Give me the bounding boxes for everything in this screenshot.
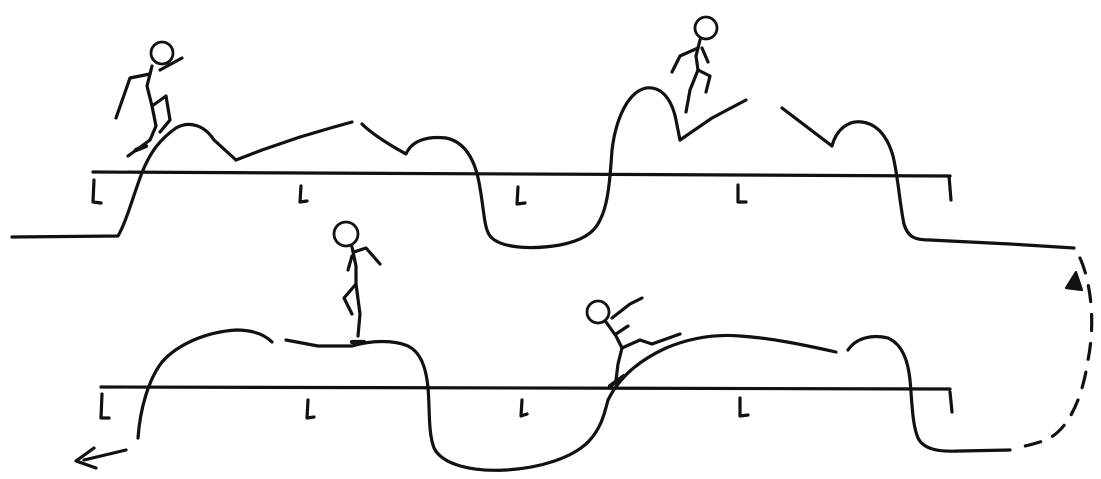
bottom-right-stick-figure: [587, 298, 680, 386]
figure-leg: [344, 284, 356, 314]
figure-arm: [702, 48, 708, 62]
figure-arm: [348, 256, 352, 270]
figure-leg: [686, 70, 698, 112]
bottom-axis-tick: [307, 400, 314, 418]
row-connector: [1020, 258, 1092, 447]
exit-arrow: [76, 448, 126, 468]
figure-arm: [616, 326, 628, 334]
figure-leg: [698, 70, 710, 92]
figure-torso: [147, 66, 152, 106]
top-terrain-start-segment: [12, 124, 236, 237]
bottom-terrain: [138, 330, 1010, 470]
bottom-axis-line: [101, 387, 950, 389]
figure-torso: [696, 40, 700, 70]
top-terrain-slope-segment: [680, 100, 746, 140]
figure-leg: [356, 284, 360, 336]
bottom-terrain-left-hill: [138, 330, 272, 438]
bottom-axis: [101, 387, 952, 418]
top-row: [12, 17, 1074, 248]
figure-leg: [616, 348, 622, 380]
top-axis-tick: [949, 176, 951, 200]
top-terrain-dip-segment: [362, 88, 680, 248]
connector-arrowhead-icon: [1066, 272, 1082, 290]
top-axis: [93, 172, 951, 204]
figure-arm: [672, 48, 698, 72]
figure-foot: [136, 146, 146, 150]
top-terrain-end-segment: [782, 108, 1074, 248]
top-axis-tick: [738, 185, 746, 202]
top-left-stick-figure: [116, 42, 182, 156]
figure-arm: [354, 248, 380, 264]
top-axis-tick: [300, 186, 307, 202]
top-axis-tick: [93, 180, 101, 203]
bottom-axis-tick: [101, 394, 109, 418]
top-terrain-ridge-segment: [236, 122, 352, 160]
bottom-axis-tick: [740, 398, 748, 416]
bottom-left-stick-figure: [334, 222, 380, 342]
bottom-terrain-right-hill: [608, 336, 836, 401]
bottom-terrain-end: [848, 337, 1010, 452]
bottom-axis-tick: [521, 400, 527, 416]
bottom-terrain-plateau: [286, 340, 608, 470]
figure-arm: [612, 298, 642, 318]
bottom-axis-tick: [950, 392, 952, 412]
figure-torso: [606, 322, 622, 348]
top-axis-tick: [517, 187, 525, 204]
figure-head: [587, 301, 609, 323]
top-axis-line: [93, 172, 950, 176]
figure-head: [151, 42, 173, 64]
top-right-stick-figure: [672, 17, 717, 112]
figure-head: [334, 222, 358, 246]
top-terrain: [12, 88, 1074, 248]
bottom-row: [76, 222, 1010, 470]
figure-head: [695, 17, 717, 39]
figure-arm: [116, 74, 150, 118]
